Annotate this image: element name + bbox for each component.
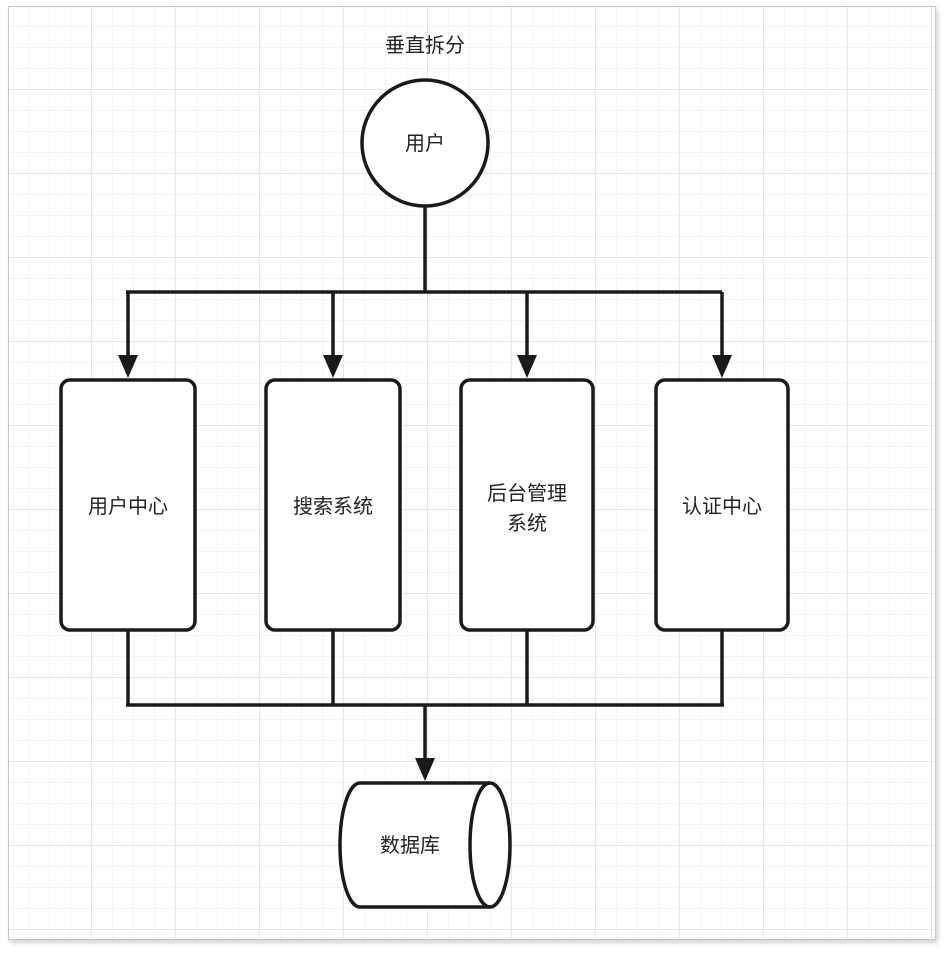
service-node-3: 后台管理 系统 — [459, 378, 595, 632]
arrowhead-service-3 — [517, 355, 537, 378]
service-box-3 — [459, 378, 595, 632]
arrowhead-service-1 — [118, 355, 138, 378]
service-box-4 — [654, 378, 790, 632]
service-box-1 — [59, 378, 197, 632]
user-to-services-edges — [118, 206, 732, 378]
service-label-4: 认证中心 — [682, 494, 762, 518]
arrowhead-database — [415, 758, 435, 781]
service-node-1: 用户中心 — [59, 378, 197, 632]
user-node: 用户 — [360, 78, 490, 208]
service-label-2: 搜索系统 — [293, 494, 373, 518]
database-label: 数据库 — [380, 833, 440, 857]
database-node: 数据库 — [338, 781, 512, 909]
database-cylinder-end — [468, 781, 491, 909]
user-node-label: 用户 — [405, 131, 445, 155]
service-label-3-line-2: 系统 — [507, 511, 547, 535]
service-node-4: 认证中心 — [654, 378, 790, 632]
service-box-2 — [264, 378, 402, 632]
arrowhead-service-4 — [712, 355, 732, 378]
arrowhead-service-2 — [323, 355, 343, 378]
user-circle — [360, 78, 490, 208]
diagram-title: 垂直拆分 — [385, 33, 465, 57]
service-label-3-line-1: 后台管理 — [487, 481, 567, 505]
service-label-1: 用户中心 — [88, 494, 168, 518]
service-node-2: 搜索系统 — [264, 378, 402, 632]
services-to-database-edges — [126, 630, 724, 781]
